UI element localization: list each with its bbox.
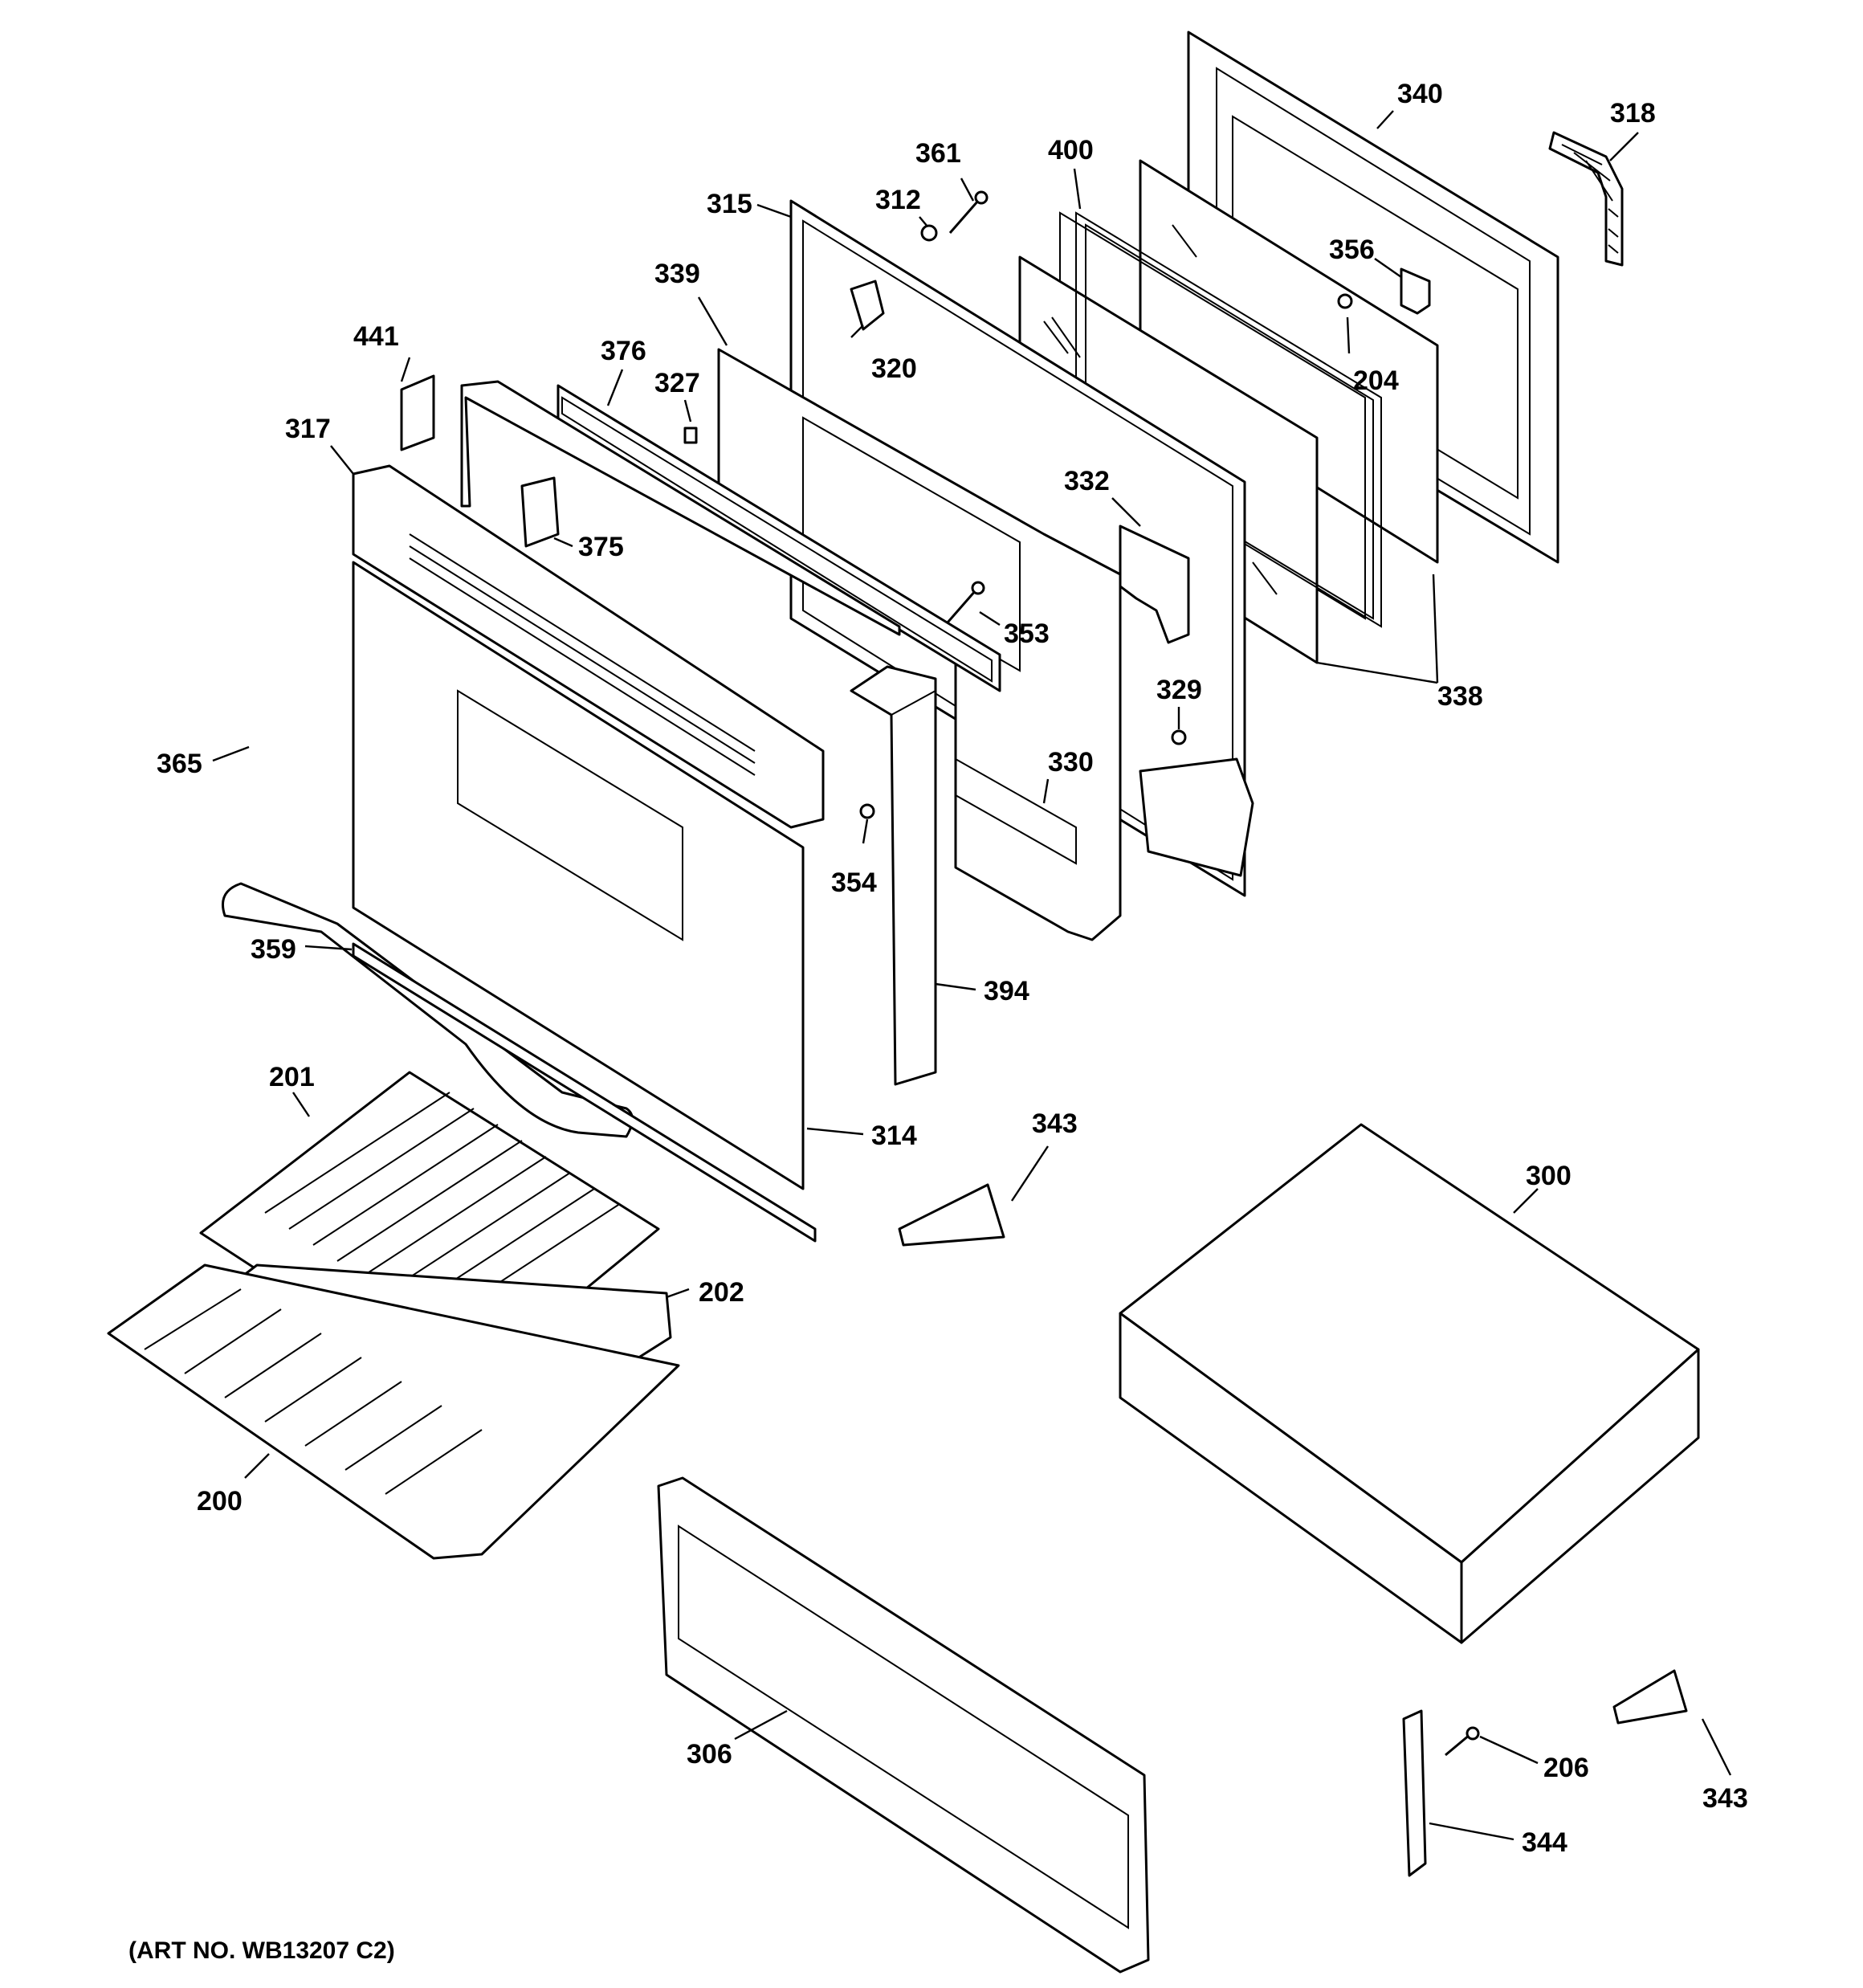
part-356-bracket xyxy=(1400,267,1431,315)
part-317-vent-panel xyxy=(352,464,825,829)
part-314-outer-door-panel xyxy=(352,561,805,1190)
label-353: 353 xyxy=(1004,618,1050,649)
part-344-drawer-rail xyxy=(1402,1709,1427,1877)
part-332-insulation xyxy=(1119,525,1190,644)
art-number: (ART NO. WB13207 C2) xyxy=(128,1937,395,1964)
label-376: 376 xyxy=(601,336,646,366)
part-343-drawer-slide-lower xyxy=(1612,1669,1688,1725)
part-354-screw xyxy=(859,803,875,819)
part-306-drawer-front-panel xyxy=(657,1476,1150,1974)
label-343-lower: 343 xyxy=(1702,1783,1748,1814)
part-327-clip xyxy=(683,427,698,444)
label-315: 315 xyxy=(707,189,752,219)
label-394: 394 xyxy=(984,976,1029,1006)
label-300: 300 xyxy=(1526,1161,1572,1191)
part-375-bracket xyxy=(520,476,560,548)
label-441: 441 xyxy=(353,321,399,352)
leader-lines xyxy=(212,110,1732,1841)
label-200: 200 xyxy=(197,1486,243,1517)
label-365: 365 xyxy=(157,749,202,779)
part-365-door-handle xyxy=(222,882,634,1138)
label-375: 375 xyxy=(578,532,624,562)
part-400-door-liner-frame xyxy=(1075,211,1382,628)
label-206: 206 xyxy=(1543,1753,1589,1783)
label-329: 329 xyxy=(1156,675,1202,705)
label-400: 400 xyxy=(1048,135,1094,165)
label-340: 340 xyxy=(1397,79,1443,109)
label-312: 312 xyxy=(875,185,921,215)
part-376-door-trim xyxy=(556,384,1001,692)
label-320: 320 xyxy=(871,353,917,384)
label-204: 204 xyxy=(1353,365,1399,396)
part-353-screw xyxy=(946,581,985,623)
part-343-drawer-slide-upper xyxy=(898,1183,1005,1247)
part-394-side-trim xyxy=(850,665,937,1086)
label-339: 339 xyxy=(654,259,700,289)
part-312-nut xyxy=(920,224,938,242)
label-354: 354 xyxy=(831,867,877,898)
part-330-window xyxy=(955,757,1077,865)
label-318: 318 xyxy=(1610,98,1656,129)
part-359-door-bottom-trim xyxy=(352,942,817,1243)
part-318-door-gasket xyxy=(1548,131,1624,267)
label-361: 361 xyxy=(915,138,961,169)
label-332: 332 xyxy=(1064,466,1110,496)
part-200-oven-rack xyxy=(107,1263,680,1560)
part-361-screw xyxy=(948,190,989,234)
label-356: 356 xyxy=(1329,235,1375,265)
label-201: 201 xyxy=(269,1062,315,1092)
label-317: 317 xyxy=(285,414,331,444)
part-door-side-frame xyxy=(460,380,901,636)
label-327: 327 xyxy=(654,368,700,398)
label-343-upper: 343 xyxy=(1032,1108,1078,1139)
part-hinge-bracket-lower xyxy=(1139,757,1254,877)
part-441-bracket xyxy=(400,374,435,451)
part-300-storage-drawer xyxy=(1119,1123,1700,1644)
part-329-screw xyxy=(1171,729,1187,745)
part-320-hinge-bracket xyxy=(850,280,885,331)
label-359: 359 xyxy=(251,934,296,965)
label-330: 330 xyxy=(1048,747,1094,778)
label-344: 344 xyxy=(1522,1827,1567,1858)
label-338: 338 xyxy=(1437,681,1483,712)
part-204-screw xyxy=(1337,293,1353,309)
label-306: 306 xyxy=(687,1739,732,1770)
label-202: 202 xyxy=(699,1277,744,1308)
label-314: 314 xyxy=(871,1121,917,1151)
part-labels: 340 318 400 361 312 315 356 339 320 204 … xyxy=(157,79,1748,1858)
part-206-screw xyxy=(1445,1726,1480,1757)
